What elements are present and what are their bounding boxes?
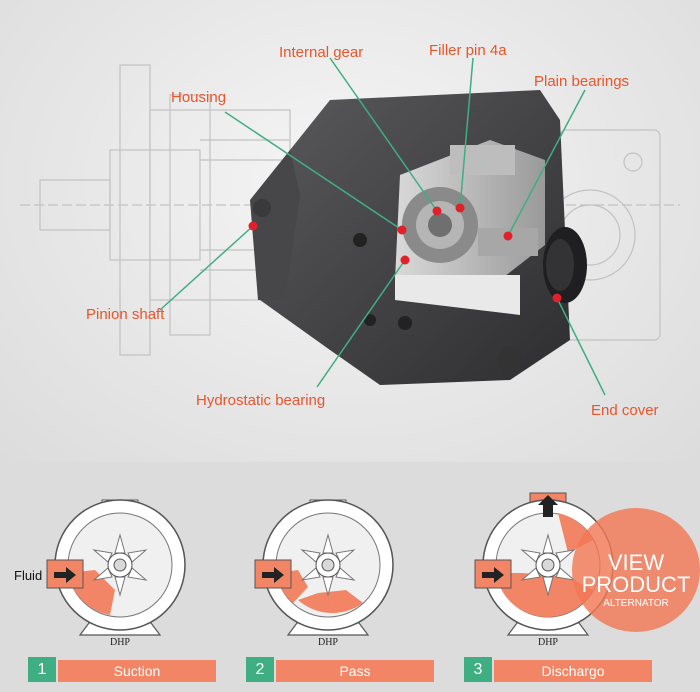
plain-bearings-dot: [503, 231, 513, 241]
brand-mark-1: DHP: [110, 637, 130, 648]
callout-dots: [248, 203, 562, 303]
label-internal-gear: Internal gear: [279, 44, 364, 61]
step-1-label: Suction: [58, 660, 216, 682]
step-3-label: Dischargo: [494, 660, 652, 682]
end-cover-dot: [552, 293, 562, 303]
technical-drawing: [20, 64, 680, 356]
fluid-label: Fluid: [14, 568, 43, 583]
step-1-number: 1: [28, 657, 56, 682]
label-housing: Housing: [171, 89, 227, 106]
step-3-number: 3: [464, 657, 492, 682]
label-hydrostatic-bearing: Hydrostatic bearing: [196, 392, 326, 409]
brand-marks: DHP DHP DHP: [110, 637, 558, 648]
housing-dot: [397, 225, 407, 235]
step-2-number: 2: [246, 657, 274, 682]
brand-mark-2: DHP: [318, 637, 338, 648]
promo-line-3: ALTERNATOR: [603, 598, 669, 609]
label-plain-bearings: Plain bearings: [534, 73, 630, 90]
pump-stage-1: [46, 499, 186, 636]
pinion-shaft-dot: [248, 221, 258, 231]
internal-gear-dot: [432, 206, 442, 216]
label-end-cover: End cover: [591, 402, 659, 419]
label-filler-pin: Filler pin 4a: [429, 42, 507, 59]
filler-pin-dot: [455, 203, 465, 213]
step-2-label: Pass: [276, 660, 434, 682]
promo-line-2: PRODUCT: [581, 572, 691, 597]
pump-stage-2: [254, 499, 394, 636]
leader-lines: [159, 57, 606, 396]
hydrostatic-bearing-dot: [400, 255, 410, 265]
label-pinion-shaft: Pinion shaft: [86, 306, 165, 323]
pump-body: [250, 90, 587, 385]
view-product-button[interactable]: VIEW PRODUCT ALTERNATOR: [572, 508, 700, 632]
brand-mark-3: DHP: [538, 637, 558, 648]
pump-stage-3: [474, 492, 614, 636]
promo-line-1: VIEW: [607, 550, 665, 575]
